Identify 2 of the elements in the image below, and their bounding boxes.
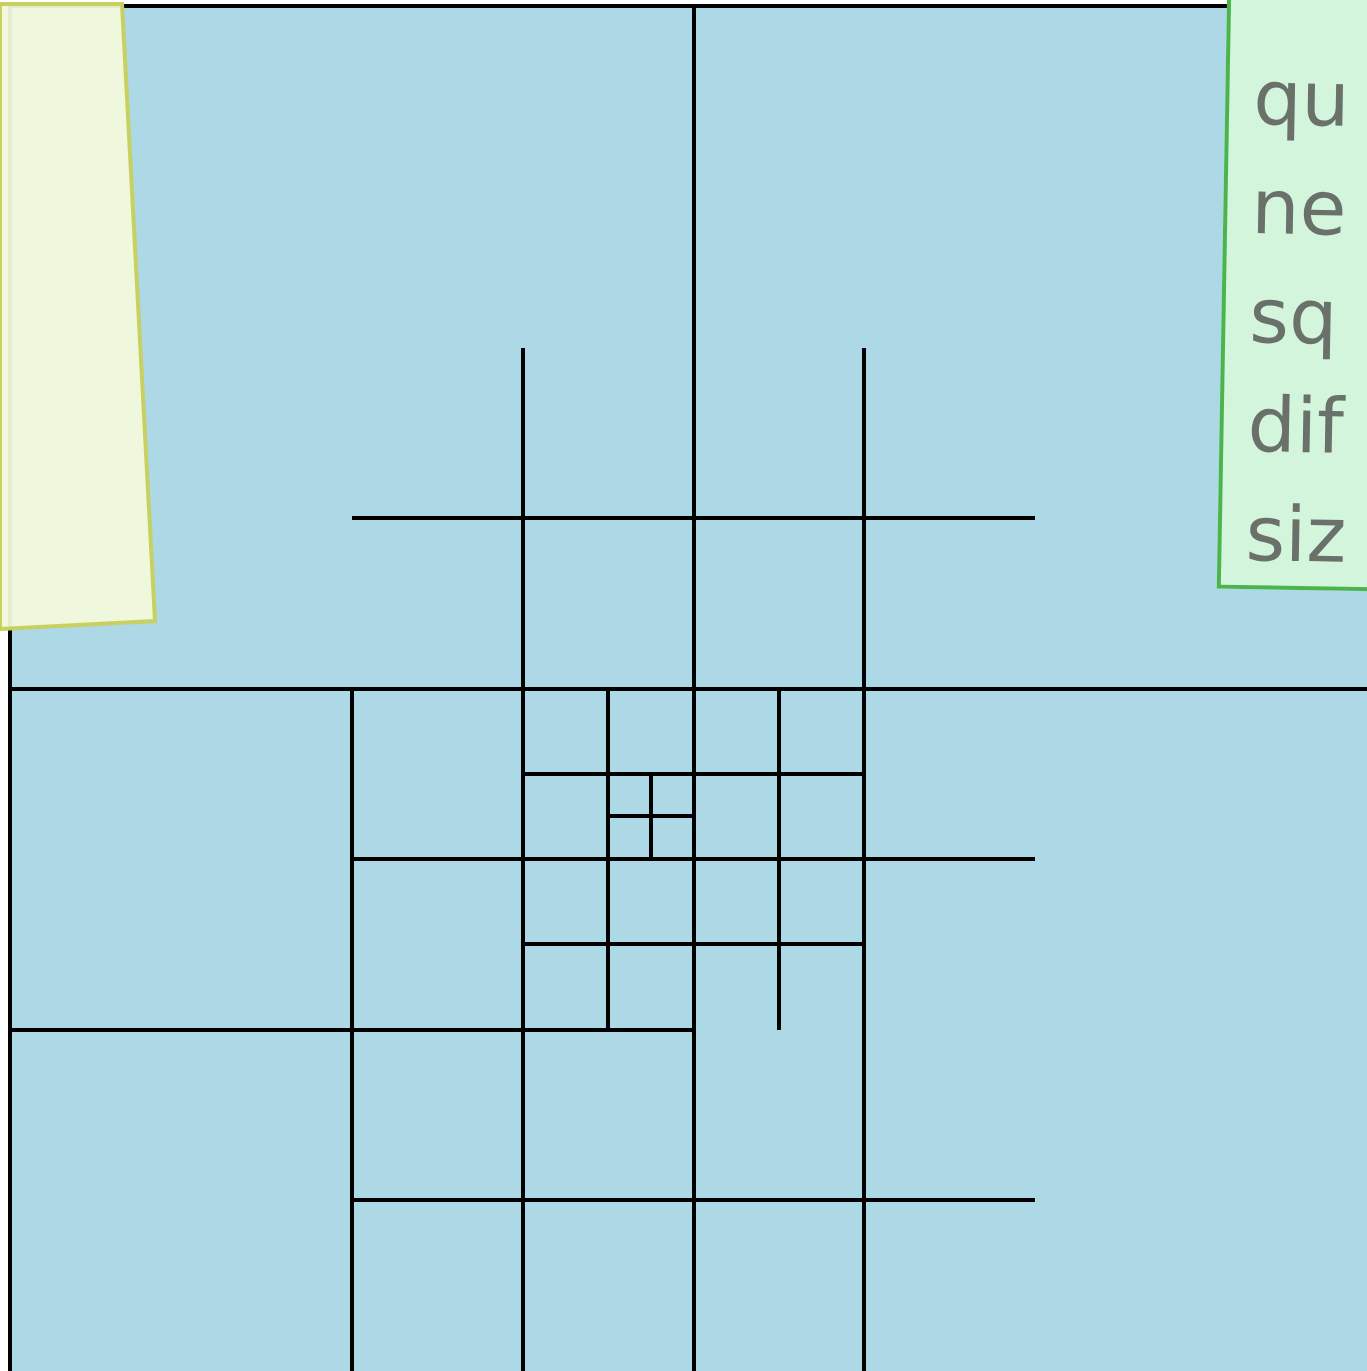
note-text: qu ne sq dif siz xyxy=(1244,52,1352,582)
sticky-note xyxy=(1216,0,1367,592)
